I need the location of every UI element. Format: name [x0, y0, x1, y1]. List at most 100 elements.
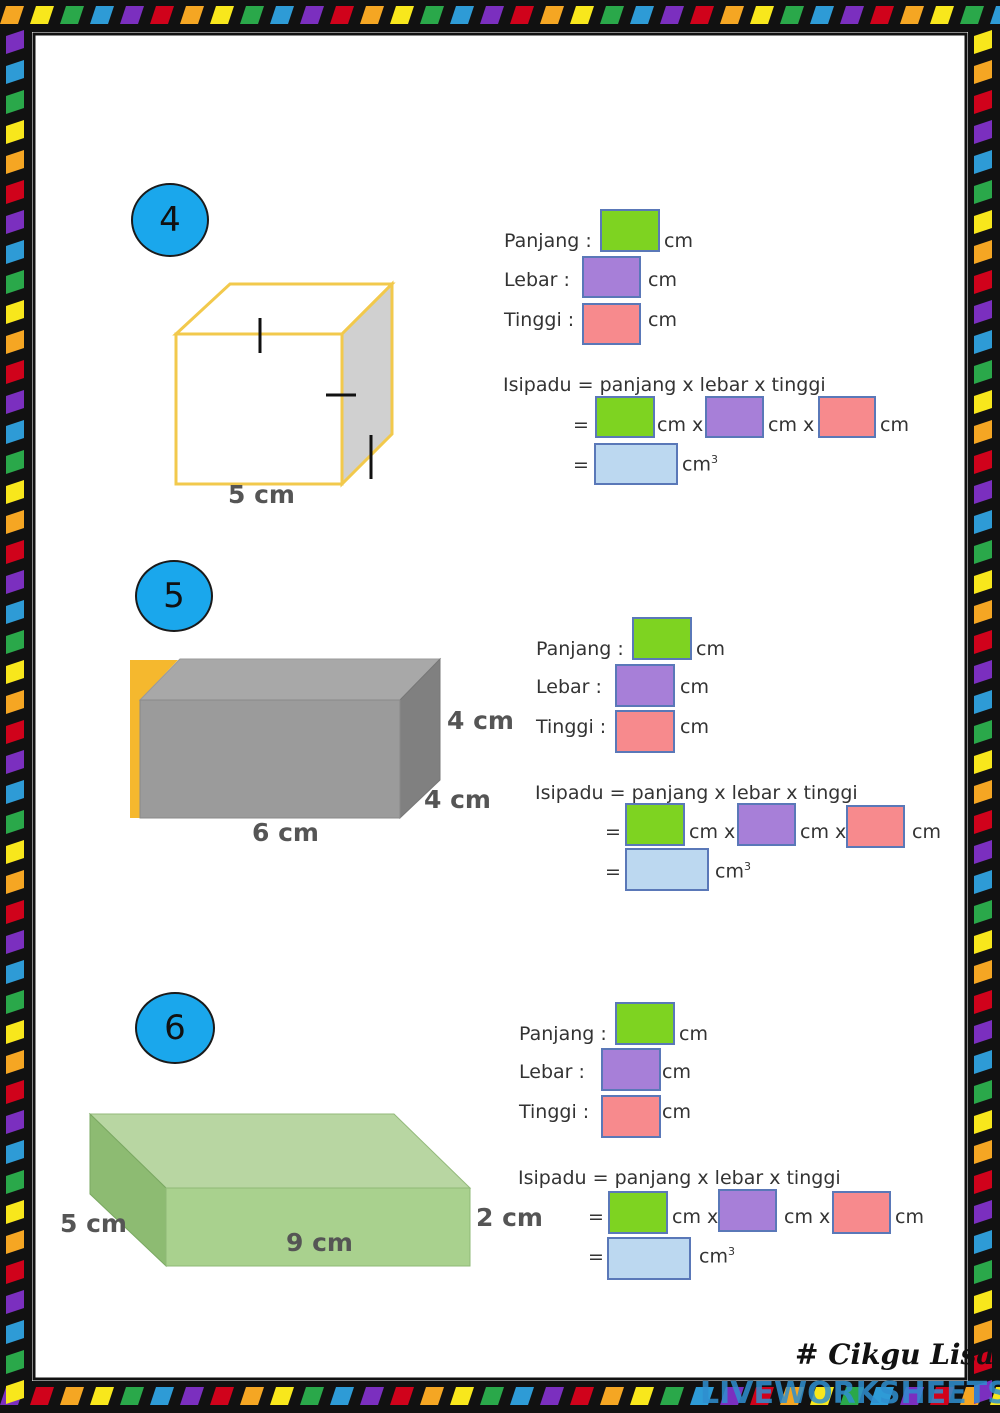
watermark-logo: LIVEWORKSHEETS — [700, 1376, 1000, 1411]
cube-front-face — [174, 332, 344, 486]
tinggi-label: Tinggi : — [536, 716, 607, 738]
tinggi-multiply-box[interactable] — [832, 1191, 891, 1234]
border-segment — [6, 930, 24, 954]
border-segment — [180, 1387, 204, 1405]
border-segment — [780, 1387, 804, 1405]
border-segment — [974, 540, 992, 564]
equals-sign: = — [588, 1206, 604, 1228]
cubic-unit-label: cm3 — [682, 453, 718, 475]
panjang-multiply-box[interactable] — [595, 396, 655, 438]
border-segment — [90, 1387, 114, 1405]
border-segment — [660, 1387, 684, 1405]
tinggi-label: Tinggi : — [519, 1101, 590, 1123]
unit-label: cm — [912, 821, 941, 843]
tinggi-answer-box[interactable] — [601, 1095, 661, 1138]
cuboid-figure-gray — [130, 657, 442, 820]
border-segment — [974, 30, 992, 54]
border-segment — [240, 1387, 264, 1405]
panjang-answer-box[interactable] — [615, 1002, 675, 1045]
border-segment — [974, 630, 992, 654]
border-segment — [810, 6, 834, 24]
lebar-multiply-box[interactable] — [705, 396, 764, 438]
border-segment — [974, 390, 992, 414]
unit-label: cm — [696, 638, 725, 660]
border-segment — [974, 1020, 992, 1044]
border-segment — [6, 810, 24, 834]
tinggi-answer-box[interactable] — [582, 303, 641, 345]
unit-label: cm — [664, 230, 693, 252]
border-segment — [974, 690, 992, 714]
border-segment — [900, 6, 924, 24]
formula-text: Isipadu = panjang x lebar x tinggi — [503, 374, 826, 396]
lebar-answer-box[interactable] — [615, 664, 675, 707]
border-segment — [690, 1387, 714, 1405]
border-segment — [840, 1387, 864, 1405]
border-segment — [974, 960, 992, 984]
border-segment — [6, 870, 24, 894]
panjang-multiply-box[interactable] — [608, 1191, 668, 1234]
question-number-6: 6 — [135, 992, 215, 1064]
border-segment — [30, 6, 54, 24]
lebar-answer-box[interactable] — [582, 256, 641, 298]
border-segment — [420, 6, 444, 24]
dimension-label: 6 cm — [252, 818, 319, 847]
border-segment — [6, 300, 24, 324]
border-segment — [6, 780, 24, 804]
tinggi-answer-box[interactable] — [615, 710, 675, 753]
lebar-multiply-box[interactable] — [737, 803, 796, 846]
border-segment — [960, 6, 984, 24]
border-segment — [300, 1387, 324, 1405]
panjang-multiply-box[interactable] — [625, 803, 685, 846]
formula-text: Isipadu = panjang x lebar x tinggi — [535, 782, 858, 804]
dimension-label: 4 cm — [447, 706, 514, 735]
border-segment — [974, 1080, 992, 1104]
border-segment — [974, 1380, 992, 1404]
tinggi-multiply-box[interactable] — [818, 396, 876, 438]
lebar-answer-box[interactable] — [601, 1048, 661, 1091]
unit-label: cm — [680, 676, 709, 698]
border-segment — [6, 1050, 24, 1074]
border-segment — [6, 1200, 24, 1224]
border-segment — [60, 1387, 84, 1405]
unit-label: cm — [662, 1101, 691, 1123]
border-segment — [974, 1320, 992, 1344]
border-segment — [974, 510, 992, 534]
border-segment — [390, 6, 414, 24]
unit-label: cm — [679, 1023, 708, 1045]
tinggi-multiply-box[interactable] — [846, 805, 905, 848]
border-segment — [780, 6, 804, 24]
border-segment — [450, 6, 474, 24]
border-segment — [6, 330, 24, 354]
question-number-5: 5 — [135, 560, 213, 632]
border-segment — [870, 6, 894, 24]
unit-times-label: cm x — [689, 821, 736, 843]
border-segment — [974, 570, 992, 594]
border-segment — [600, 6, 624, 24]
border-segment — [974, 900, 992, 924]
border-segment — [6, 1140, 24, 1164]
cubic-unit-text: cm — [682, 453, 711, 476]
border-segment — [6, 390, 24, 414]
border-segment — [6, 270, 24, 294]
border-segment — [6, 720, 24, 744]
border-segment — [270, 6, 294, 24]
border-segment — [120, 6, 144, 24]
volume-answer-box[interactable] — [625, 848, 709, 891]
cubic-exponent: 3 — [727, 1245, 735, 1258]
border-segment — [6, 840, 24, 864]
lebar-multiply-box[interactable] — [718, 1189, 777, 1232]
unit-label: cm — [648, 269, 677, 291]
unit-label: cm — [648, 309, 677, 331]
equals-sign: = — [573, 414, 589, 436]
border-segment — [6, 120, 24, 144]
border-segment — [120, 1387, 144, 1405]
volume-answer-box[interactable] — [607, 1237, 691, 1280]
panjang-answer-box[interactable] — [632, 617, 692, 660]
equals-sign: = — [605, 821, 621, 843]
unit-times-label: cm x — [800, 821, 847, 843]
border-segment — [6, 1260, 24, 1284]
panjang-answer-box[interactable] — [600, 209, 660, 252]
border-segment — [974, 840, 992, 864]
volume-answer-box[interactable] — [594, 443, 678, 485]
